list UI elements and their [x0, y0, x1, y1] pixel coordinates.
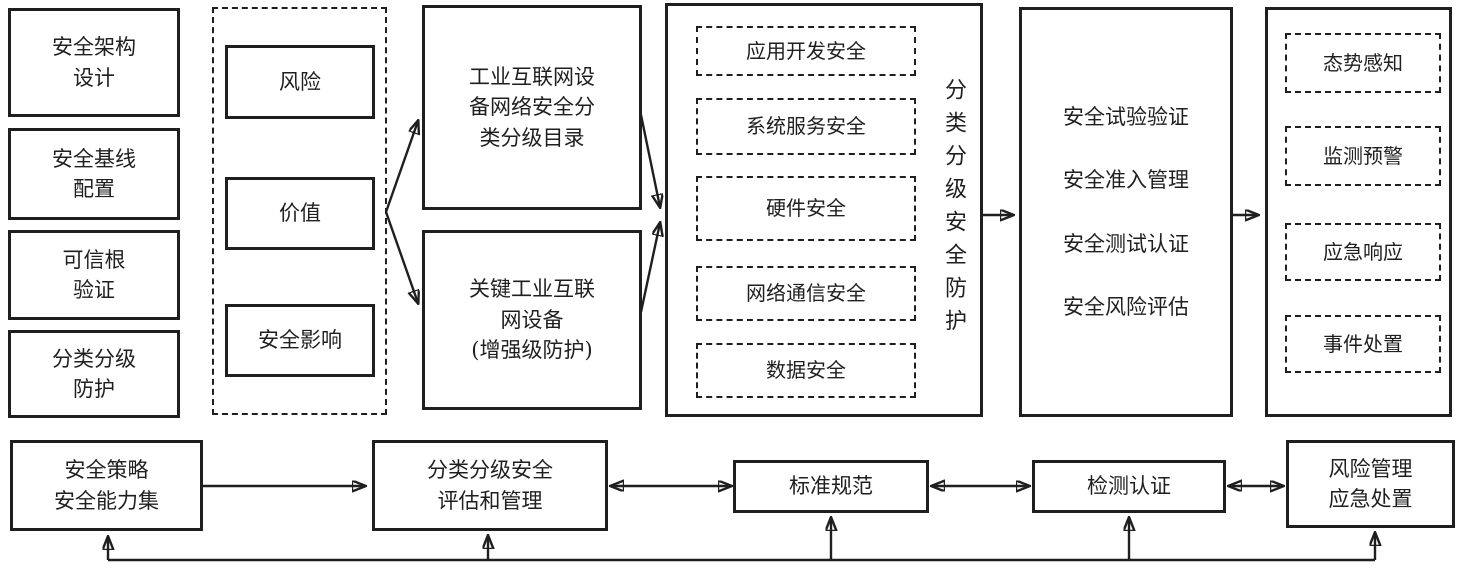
assurance-activities-group: 安全试验验证 安全准入管理 安全测试认证 安全风险评估	[1019, 7, 1233, 417]
assurance-line-test-verification: 安全试验验证	[1063, 104, 1189, 129]
operations-group: 态势感知 监测预警 应急响应 事件处置	[1265, 7, 1452, 417]
box-situation-awareness: 态势感知	[1285, 33, 1441, 93]
arrow-catalog-to-protection	[639, 114, 660, 207]
box-emergency-response: 应急响应	[1285, 223, 1441, 281]
protection-group: 应用开发安全 系统服务安全 硬件安全 网络通信安全 数据安全 分类分级安全防护	[665, 3, 983, 417]
box-risk-management-emergency-handling: 风险管理 应急处置	[1286, 440, 1455, 528]
box-system-service-security: 系统服务安全	[696, 98, 916, 155]
box-incident-handling: 事件处置	[1285, 315, 1441, 373]
box-hardware-security: 硬件安全	[696, 176, 916, 241]
arrow-factors-to-key-devices	[384, 211, 418, 303]
box-monitoring-warning: 监测预警	[1285, 126, 1441, 186]
box-grading-assessment-management: 分类分级安全 评估和管理	[372, 440, 608, 531]
box-standards-specifications: 标准规范	[733, 460, 929, 513]
arrow-key-devices-to-protection	[639, 223, 660, 313]
box-classification-grading-protection: 分类分级 防护	[8, 330, 180, 418]
box-trusted-root-verification: 可信根 验证	[8, 230, 180, 320]
box-security-policy-capability-set: 安全策略 安全能力集	[10, 440, 203, 531]
box-security-baseline-config: 安全基线 配置	[8, 128, 180, 220]
box-device-classification-catalog: 工业互联网设 备网络安全分 类分级目录	[422, 5, 642, 210]
assurance-line-test-certification: 安全测试认证	[1063, 231, 1189, 256]
grading-factors-group: 风险 价值 安全影响	[212, 7, 387, 415]
assurance-line-risk-assessment: 安全风险评估	[1063, 294, 1189, 319]
box-security-architecture-design: 安全架构 设计	[8, 8, 180, 117]
assurance-line-access-management: 安全准入管理	[1063, 168, 1189, 193]
box-network-comm-security: 网络通信安全	[696, 266, 916, 321]
box-app-dev-security: 应用开发安全	[696, 26, 916, 76]
box-factor-security-impact: 安全影响	[225, 304, 375, 377]
box-key-devices-enhanced-protection: 关键工业互联 网设备 (增强级防护)	[422, 230, 642, 410]
box-factor-risk: 风险	[225, 45, 375, 119]
protection-side-label: 分类分级安全防护	[941, 78, 966, 342]
box-factor-value: 价值	[225, 177, 375, 250]
box-testing-certification: 检测认证	[1032, 460, 1226, 513]
box-data-security: 数据安全	[696, 343, 916, 398]
arrow-factors-to-catalog	[384, 121, 418, 213]
